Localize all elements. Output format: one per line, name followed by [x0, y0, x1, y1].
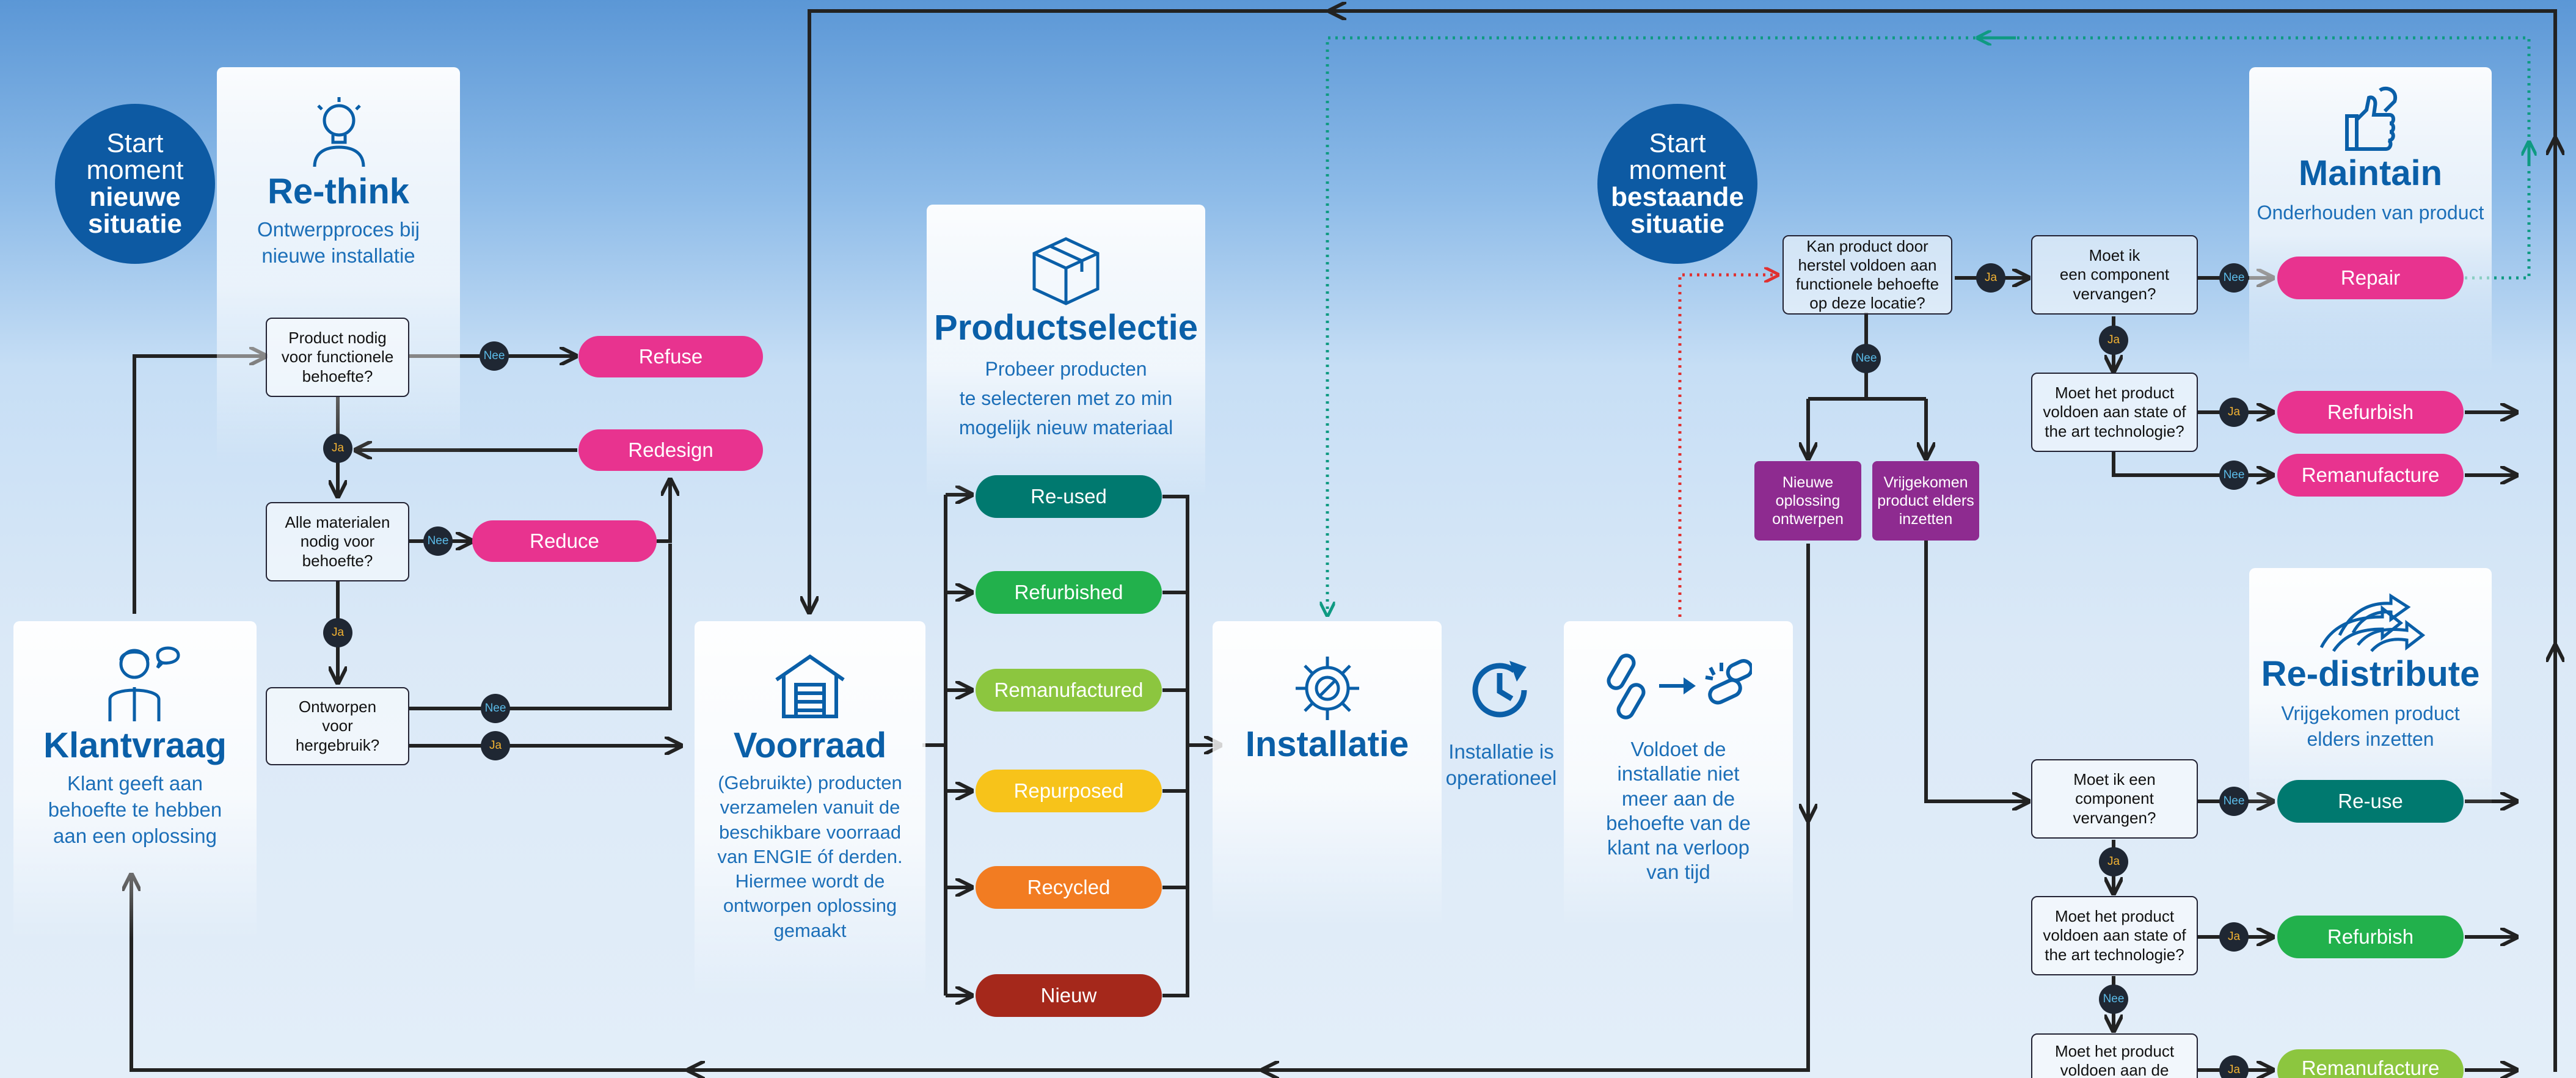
repair-pill: Repair — [2277, 257, 2464, 299]
nee-badge: Nee — [480, 341, 509, 371]
reuse-pill: Re-use — [2277, 780, 2464, 823]
clock-icon — [1472, 661, 1527, 718]
nee-badge: Nee — [423, 526, 453, 556]
ja-badge: Ja — [481, 731, 510, 760]
ja-badge: Ja — [323, 618, 352, 647]
refurbish-pill-redistribute: Refurbish — [2277, 916, 2464, 958]
maintain-title: Maintain — [2298, 153, 2443, 193]
ja-badge: Ja — [1976, 263, 2005, 293]
installatie-title: Installatie — [1245, 724, 1409, 764]
thumbs-up-wrench-icon — [2345, 86, 2398, 151]
ja-badge: Ja — [2099, 847, 2128, 876]
remanufacture-pill-redistribute: Remanufacture — [2277, 1049, 2464, 1078]
ja-badge: Ja — [323, 434, 352, 463]
broken-chain-icon — [1607, 654, 1752, 719]
klantvraag-title: Klantvraag — [43, 726, 227, 765]
nee-badge: Nee — [2219, 461, 2249, 490]
nieuw-pill: Nieuw — [976, 974, 1162, 1017]
refurbished-pill: Refurbished — [976, 571, 1162, 614]
nee-badge: Nee — [2099, 985, 2128, 1014]
lightbulb-person-icon — [313, 97, 365, 167]
box-icon — [1032, 237, 1100, 305]
reused-pill: Re-used — [976, 475, 1162, 518]
warehouse-icon — [775, 654, 845, 718]
maintain-card: Maintain Onderhouden van product — [2249, 67, 2492, 373]
remanufacture-pill-maintain: Remanufacture — [2277, 454, 2464, 497]
installatie-card: Installatie — [1213, 621, 1442, 927]
customer-person-icon — [108, 646, 180, 721]
nee-badge: Nee — [481, 694, 510, 723]
redesign-pill: Redesign — [578, 429, 763, 471]
nee-badge: Nee — [2219, 787, 2249, 816]
rethink-title: Re-think — [268, 172, 409, 211]
ja-badge: Ja — [2219, 922, 2249, 952]
gear-tools-icon — [1296, 657, 1359, 720]
nee-badge: Nee — [1852, 344, 1881, 373]
refurbish-pill-maintain: Refurbish — [2277, 391, 2464, 434]
voorraad-title: Voorraad — [733, 726, 887, 765]
redistribute-title: Re-distribute — [2261, 654, 2480, 694]
ja-badge: Ja — [2219, 398, 2249, 427]
productselectie-title: Productselectie — [934, 308, 1198, 348]
recycled-pill: Recycled — [976, 866, 1162, 909]
ja-badge: Ja — [2099, 326, 2128, 355]
ja-badge: Ja — [2219, 1055, 2249, 1078]
remanufactured-pill: Remanufactured — [976, 669, 1162, 712]
maintain-subtitle: Onderhouden van product — [2257, 202, 2484, 224]
nee-badge: Nee — [2219, 263, 2249, 293]
distribute-arrows-icon — [2319, 593, 2425, 652]
refuse-pill: Refuse — [578, 336, 763, 377]
reduce-pill: Reduce — [472, 520, 657, 562]
repurposed-pill: Repurposed — [976, 770, 1162, 812]
